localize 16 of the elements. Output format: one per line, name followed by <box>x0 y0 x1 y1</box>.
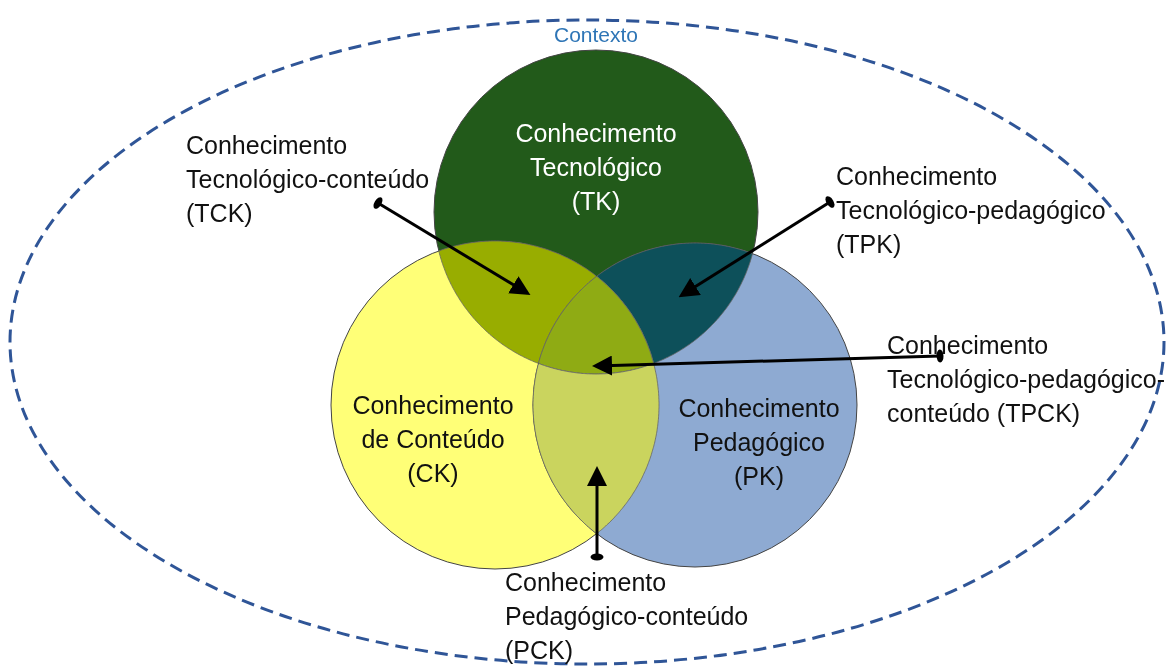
overlap-region <box>532 363 660 534</box>
leader-arrow <box>373 197 531 296</box>
callout-label: Conhecimento Tecnológico-pedagógico-conteúdo (TPCK) <box>887 330 1166 429</box>
leader-arrow <box>587 466 607 561</box>
callout-label: Conhecimento Tecnológico-conteúdo (TCK) <box>186 130 431 229</box>
context-label: Contexto <box>552 24 640 46</box>
leader-arrow <box>592 349 944 376</box>
circle-label: Conhecimento Tecnológico (TK) <box>514 118 678 217</box>
callout-label: Conhecimento Tecnológico-pedagógico (TPK) <box>836 161 1107 260</box>
leader-arrow <box>678 196 835 298</box>
circle-label: Conhecimento Pedagógico (PK) <box>677 393 841 492</box>
overlap-region <box>438 240 597 364</box>
overlap-region <box>538 276 654 375</box>
callout-label: Conhecimento Pedagógico-conteúdo (PCK) <box>505 567 750 666</box>
overlap-region <box>596 242 753 364</box>
circle-label: Conhecimento de Conteúdo (CK) <box>351 390 515 489</box>
